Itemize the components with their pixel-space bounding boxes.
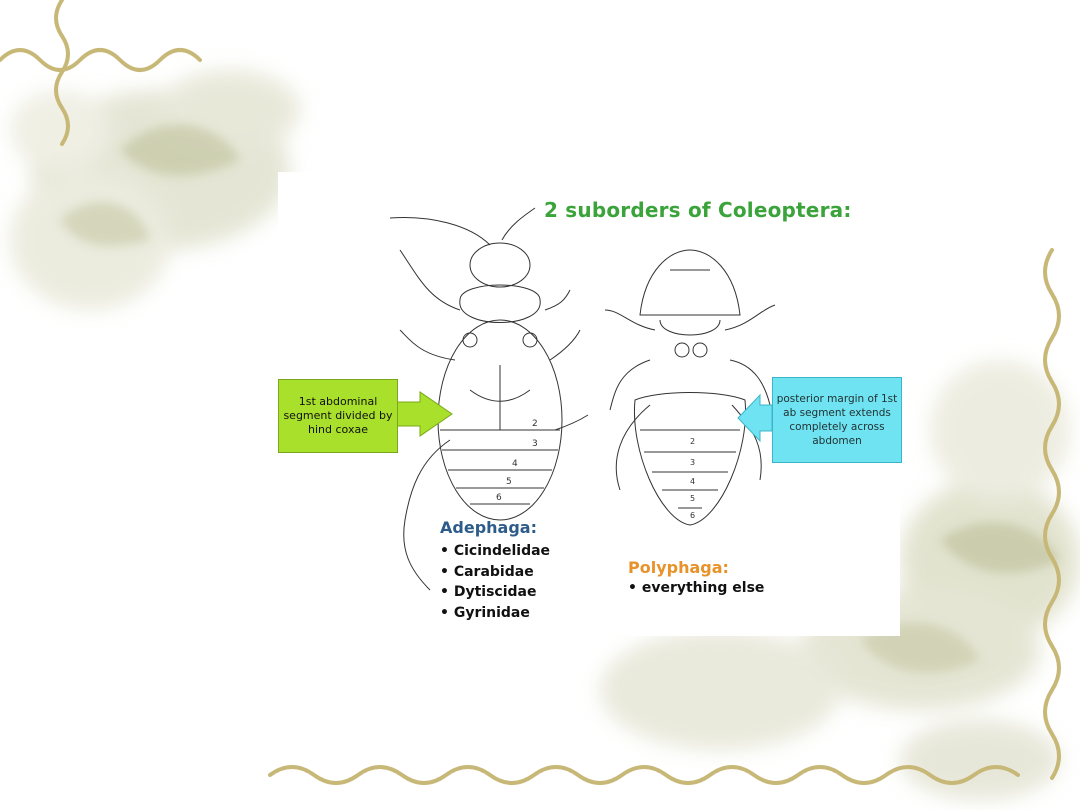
polyphaga-segment-labels: 2 3 4 5 6 — [690, 437, 695, 520]
adephaga-callout: 1st abdominal segment divided by hind co… — [278, 379, 398, 453]
segment-label: 6 — [496, 493, 502, 503]
list-item: Dytiscidae — [440, 582, 550, 603]
adephaga-segment-labels: 2 3 4 5 6 — [496, 419, 538, 503]
list-item: everything else — [628, 578, 765, 599]
segment-label: 5 — [506, 477, 512, 487]
segment-label: 3 — [532, 439, 538, 449]
beetle-illustrations: 2 3 4 5 6 2 3 4 5 6 — [389, 207, 776, 591]
list-item: Carabidae — [440, 562, 550, 583]
segment-label: 2 — [690, 437, 695, 446]
adephaga-beetle-drawing — [389, 207, 589, 591]
polyphaga-family-list: everything else — [628, 578, 765, 599]
adephaga-family-list: Cicindelidae Carabidae Dytiscidae Gyrini… — [440, 541, 550, 623]
segment-label: 2 — [532, 419, 538, 429]
adephaga-heading: Adephaga: — [440, 518, 537, 537]
segment-label: 5 — [690, 494, 695, 503]
list-item: Gyrinidae — [440, 603, 550, 624]
segment-label: 4 — [690, 477, 695, 486]
segment-label: 4 — [512, 459, 518, 469]
diagram-title: 2 suborders of Coleoptera: — [544, 198, 852, 222]
polyphaga-heading: Polyphaga: — [628, 558, 729, 577]
list-item: Cicindelidae — [440, 541, 550, 562]
vine-frame — [0, 0, 1061, 785]
segment-label: 3 — [690, 458, 695, 467]
polyphaga-callout: posterior margin of 1st ab segment exten… — [772, 377, 902, 463]
segment-label: 6 — [690, 511, 695, 520]
